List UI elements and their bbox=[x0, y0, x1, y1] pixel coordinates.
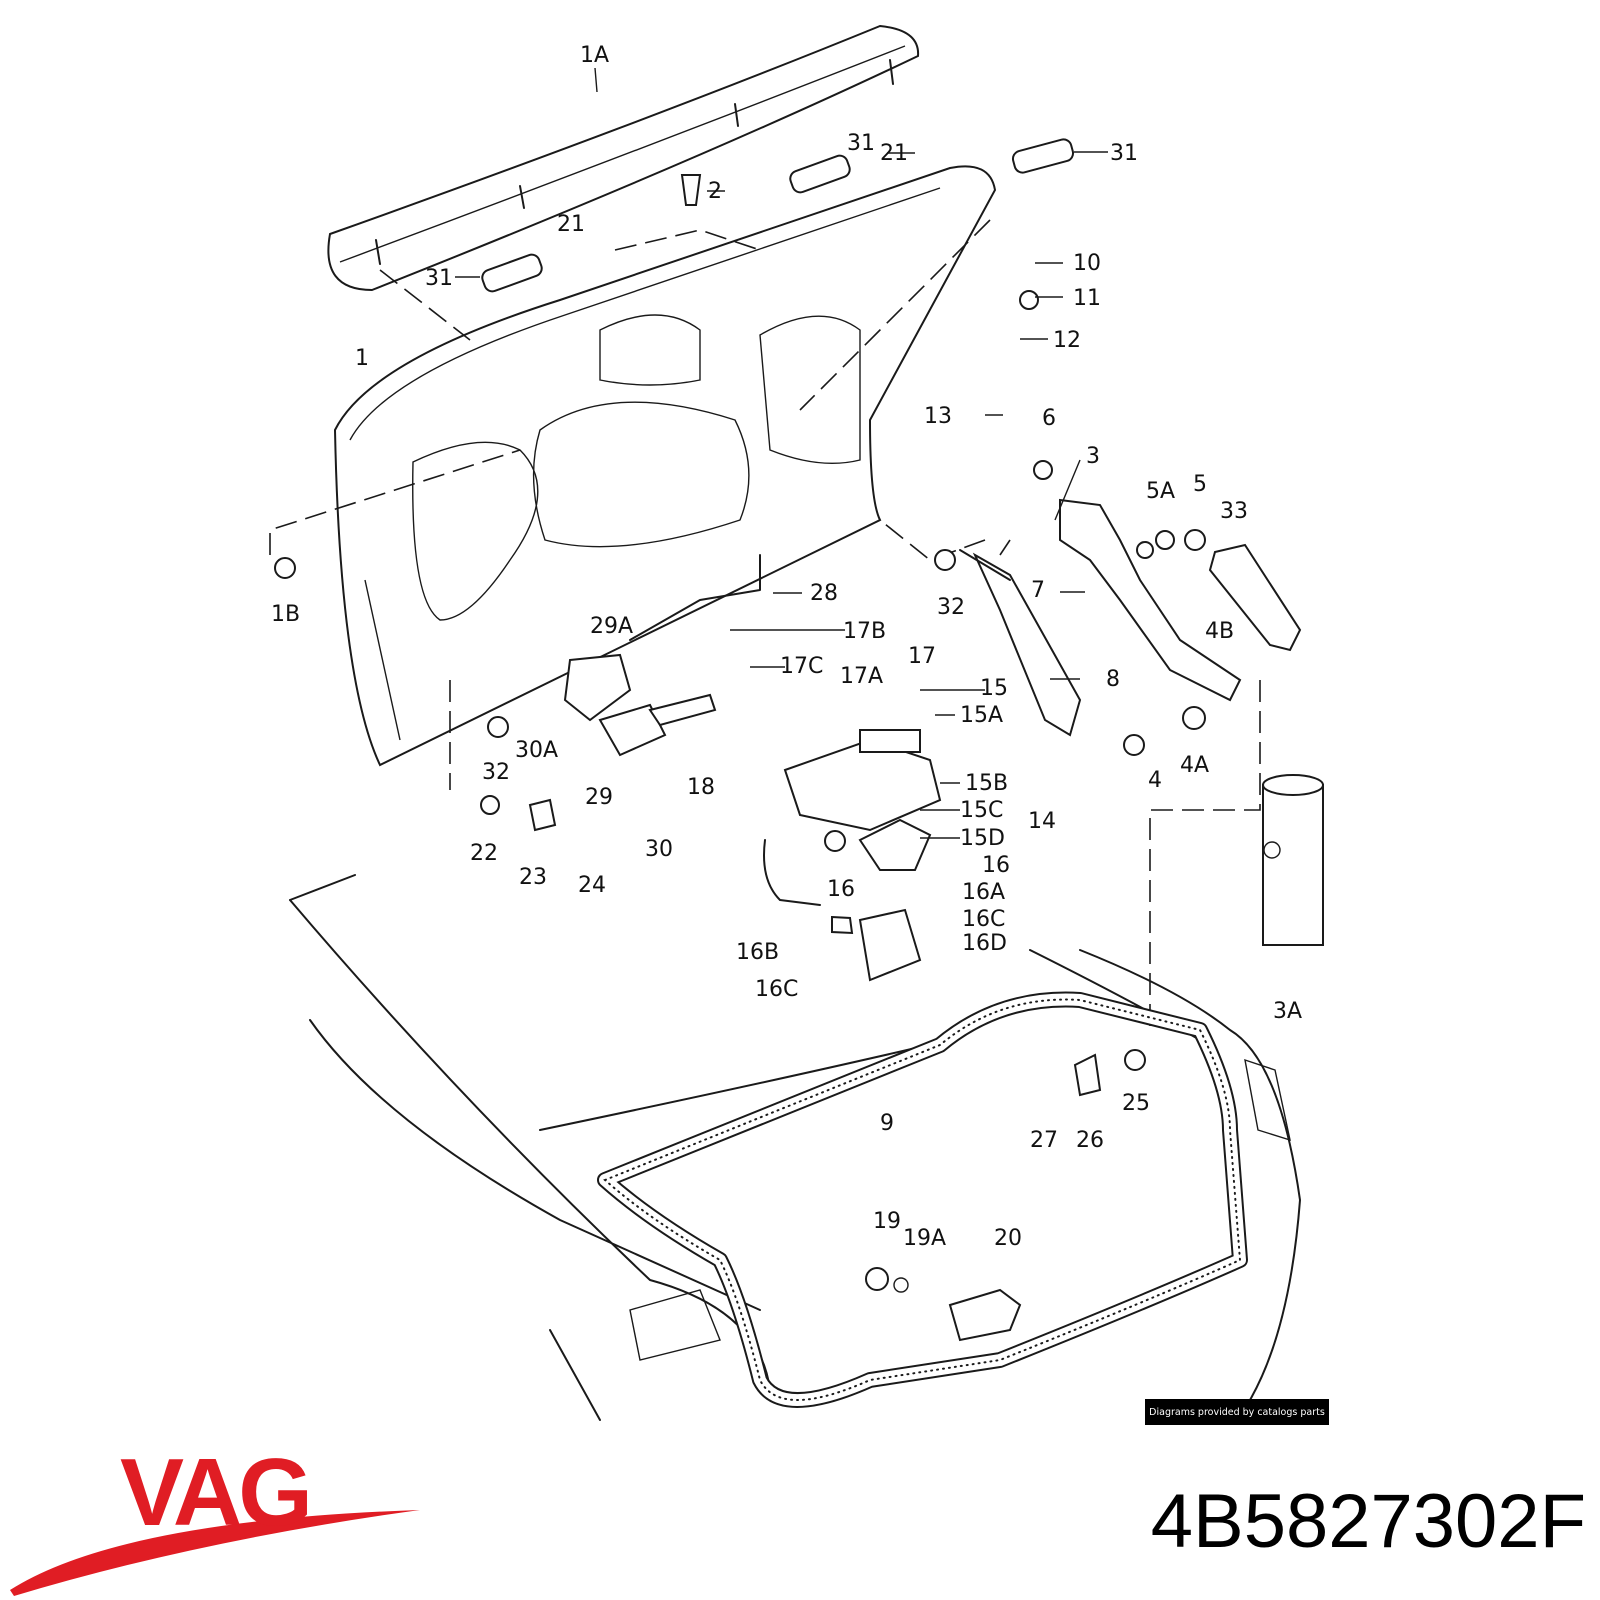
label-3: 3 bbox=[1086, 444, 1100, 469]
part-number: 4B5827302F bbox=[1150, 1479, 1586, 1564]
label-22: 22 bbox=[470, 841, 498, 866]
part-labels: 1A 31 21 31 2 21 31 10 11 12 1 13 6 3 5A… bbox=[271, 43, 1302, 1251]
label-20: 20 bbox=[994, 1226, 1022, 1251]
label-9: 9 bbox=[880, 1111, 894, 1136]
label-7: 7 bbox=[1031, 578, 1045, 603]
label-18: 18 bbox=[687, 775, 715, 800]
label-26: 26 bbox=[1076, 1128, 1104, 1153]
label-21: 21 bbox=[557, 212, 585, 237]
label-1A: 1A bbox=[580, 43, 609, 68]
spoiler-part bbox=[327, 24, 920, 292]
label-16C: 16C bbox=[962, 907, 1005, 932]
label-27: 27 bbox=[1030, 1128, 1058, 1153]
cable-part bbox=[629, 554, 761, 641]
leader-dashes bbox=[269, 219, 1261, 1030]
label-25: 25 bbox=[1122, 1091, 1150, 1116]
label-13: 13 bbox=[924, 404, 952, 429]
cylinder-part bbox=[1262, 774, 1324, 946]
lock-cylinder-part bbox=[563, 653, 717, 757]
label-15B: 15B bbox=[965, 771, 1008, 796]
label-31: 31 bbox=[425, 266, 453, 291]
label-16B: 16B bbox=[736, 940, 779, 965]
label-28: 28 bbox=[810, 581, 838, 606]
label-19: 19 bbox=[873, 1209, 901, 1234]
label-30: 30 bbox=[645, 837, 673, 862]
label-17A: 17A bbox=[840, 664, 883, 689]
label-1: 1 bbox=[355, 346, 369, 371]
striker-part bbox=[948, 1288, 1022, 1342]
label-15A: 15A bbox=[960, 703, 1003, 728]
label-2: 2 bbox=[708, 179, 722, 204]
label-17C: 17C bbox=[780, 654, 823, 679]
label-16: 16 bbox=[827, 877, 855, 902]
car-body-part bbox=[289, 874, 1301, 1421]
label-29: 29 bbox=[585, 785, 613, 810]
label-1B: 1B bbox=[271, 602, 300, 627]
label-5A: 5A bbox=[1146, 479, 1175, 504]
label-10: 10 bbox=[1073, 251, 1101, 276]
label-15: 15 bbox=[980, 676, 1008, 701]
label-23: 23 bbox=[519, 865, 547, 890]
diagram-credit: Diagrams provided by catalogs parts bbox=[1145, 1399, 1329, 1425]
label-leaders bbox=[455, 67, 1108, 839]
label-32: 32 bbox=[482, 760, 510, 785]
label-31: 31 bbox=[1110, 141, 1138, 166]
label-6: 6 bbox=[1042, 406, 1056, 431]
label-4B: 4B bbox=[1205, 619, 1234, 644]
label-11: 11 bbox=[1073, 286, 1101, 311]
buffer-part bbox=[1208, 543, 1302, 652]
label-16D: 16D bbox=[962, 931, 1007, 956]
label-3A: 3A bbox=[1273, 999, 1302, 1024]
gas-strut-part bbox=[959, 549, 1082, 737]
label-4: 4 bbox=[1148, 768, 1162, 793]
label-33: 33 bbox=[1220, 499, 1248, 524]
label-31: 31 bbox=[847, 131, 875, 156]
label-4A: 4A bbox=[1180, 753, 1209, 778]
trunk-seal-part bbox=[597, 991, 1248, 1408]
label-16A: 16A bbox=[962, 880, 1005, 905]
fasteners bbox=[274, 138, 1206, 1293]
label-16: 16 bbox=[982, 853, 1010, 878]
label-30A: 30A bbox=[515, 738, 558, 763]
label-17B: 17B bbox=[843, 619, 886, 644]
label-16C: 16C bbox=[755, 977, 798, 1002]
label-21: 21 bbox=[880, 141, 908, 166]
label-15C: 15C bbox=[960, 798, 1003, 823]
label-32: 32 bbox=[937, 595, 965, 620]
label-29A: 29A bbox=[590, 614, 633, 639]
label-8: 8 bbox=[1106, 667, 1120, 692]
hinge-part bbox=[1059, 498, 1242, 702]
label-17: 17 bbox=[908, 644, 936, 669]
label-5: 5 bbox=[1193, 472, 1207, 497]
label-14: 14 bbox=[1028, 809, 1056, 834]
label-24: 24 bbox=[578, 873, 606, 898]
trunk-lid-part bbox=[333, 165, 997, 767]
label-19A: 19A bbox=[903, 1226, 946, 1251]
lock-part bbox=[783, 729, 942, 871]
label-12: 12 bbox=[1053, 328, 1081, 353]
label-15D: 15D bbox=[960, 826, 1005, 851]
vag-logo bbox=[10, 1510, 420, 1596]
vag-logo-text: VAG bbox=[120, 1439, 313, 1546]
